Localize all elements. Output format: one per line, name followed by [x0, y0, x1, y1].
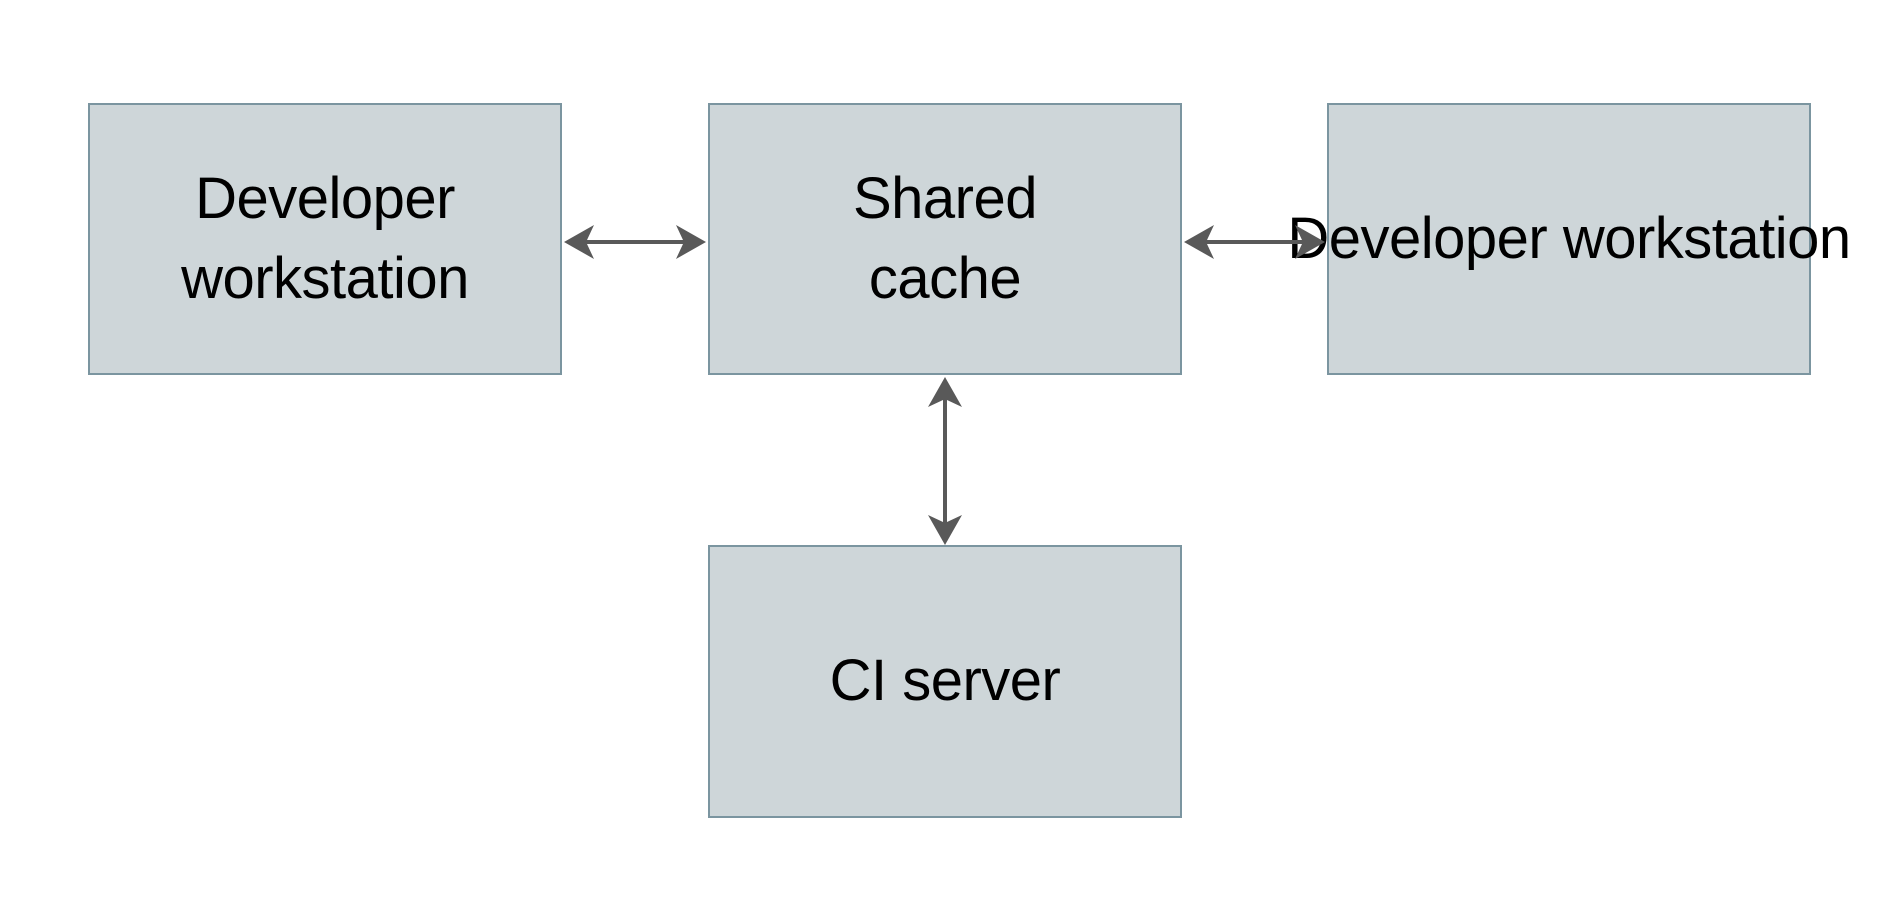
- node-developer-workstation-right[interactable]: Developer workstation: [1287, 103, 1851, 375]
- bidirectional-horizontal-arrow-icon: [564, 225, 706, 259]
- node-label: Developer workstation: [181, 165, 469, 311]
- node-shared-cache[interactable]: Shared cache: [708, 103, 1182, 375]
- bidirectional-vertical-arrow-icon: [928, 377, 962, 545]
- node-developer-workstation-left[interactable]: Developer workstation: [88, 103, 562, 375]
- node-label: Shared cache: [852, 165, 1038, 311]
- bidirectional-horizontal-arrow-icon: [1184, 225, 1325, 259]
- edge-shared-cache-to-dev-right[interactable]: [1180, 212, 1329, 272]
- edge-dev-left-to-shared-cache[interactable]: [560, 212, 710, 272]
- node-label: CI server: [829, 648, 1061, 714]
- node-label: Developer workstation: [1287, 205, 1851, 271]
- node-ci-server[interactable]: CI server: [708, 545, 1182, 818]
- edge-shared-cache-to-ci-server[interactable]: [915, 375, 975, 547]
